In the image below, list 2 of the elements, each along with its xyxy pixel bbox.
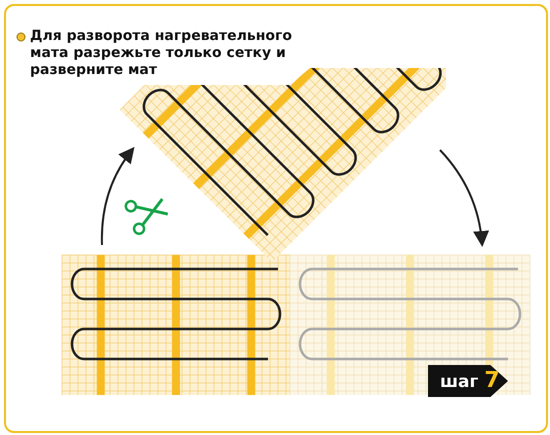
step-badge: шаг 7 [428, 365, 508, 397]
instruction-text: Для разворота нагревательного мата разрежьте только сетку и разверните мат [30, 28, 293, 79]
